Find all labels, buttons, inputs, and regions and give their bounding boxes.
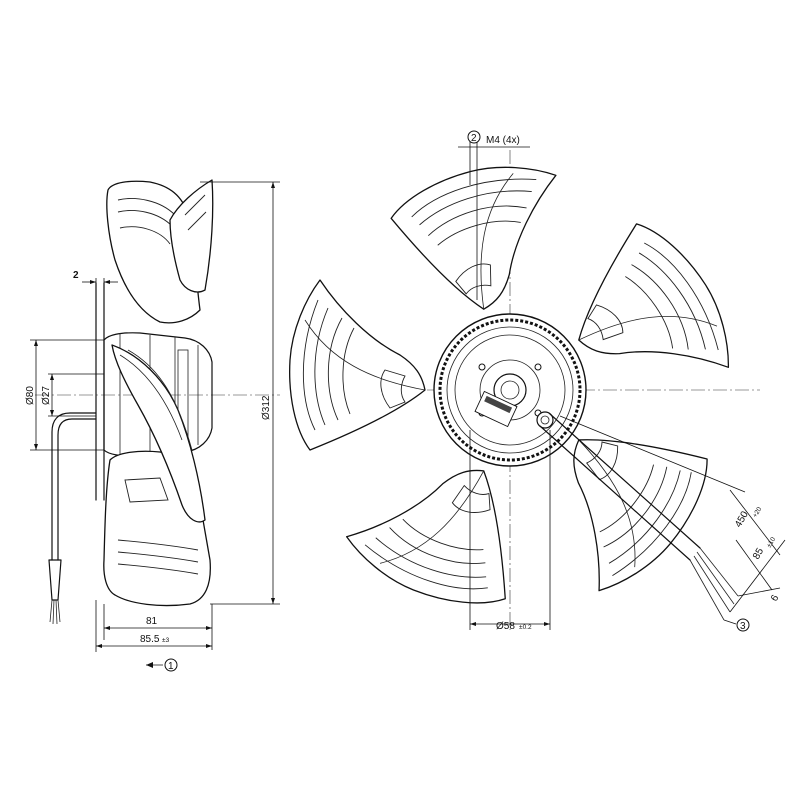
blade-5 <box>289 279 426 451</box>
callout-2: 2 <box>471 133 477 144</box>
callout-2-bubble <box>467 130 481 144</box>
dim-bolt-circle-tol: ±0.2 <box>519 624 532 631</box>
side-cable <box>51 412 97 561</box>
dim-depth: 81 <box>146 616 158 627</box>
side-view <box>35 179 280 625</box>
callout-3-bubble <box>736 618 750 632</box>
cable-length-main: 450 <box>733 509 751 529</box>
callout-1: 1 <box>168 661 174 672</box>
dim-hub-dia: Ø80 <box>25 386 36 405</box>
cable-length-tol: +20 <box>752 506 764 519</box>
callout-3: 3 <box>740 621 746 632</box>
dim-bolt-circle-main: Ø58 <box>496 621 515 632</box>
dim-fan-dia: Ø312 <box>261 395 272 420</box>
front-cable <box>539 425 691 561</box>
dim-shaft-dia: Ø27 <box>41 386 52 405</box>
blade-1 <box>384 145 589 329</box>
dim-top-gap: 2 <box>73 270 79 281</box>
dim-overall-tol: ±3 <box>162 637 170 644</box>
strip-length-main: 85 <box>751 546 766 562</box>
strip-length-tol: ±10 <box>766 536 778 549</box>
wire-end-dim: 6 <box>769 593 782 604</box>
callout-1-bubble <box>164 658 178 672</box>
front-hub <box>433 313 587 467</box>
side-dimensions: 2 Ø80 Ø27 Ø312 81 85.5 ±3 <box>25 181 280 672</box>
front-view: 2 M4 (4x) Ø58 ±0.2 450 +20 85 ±10 6 3 <box>289 130 786 632</box>
cable-gland <box>536 411 554 429</box>
dim-overall-main: 85.5 <box>140 634 160 645</box>
thread-label: M4 (4x) <box>486 135 520 146</box>
